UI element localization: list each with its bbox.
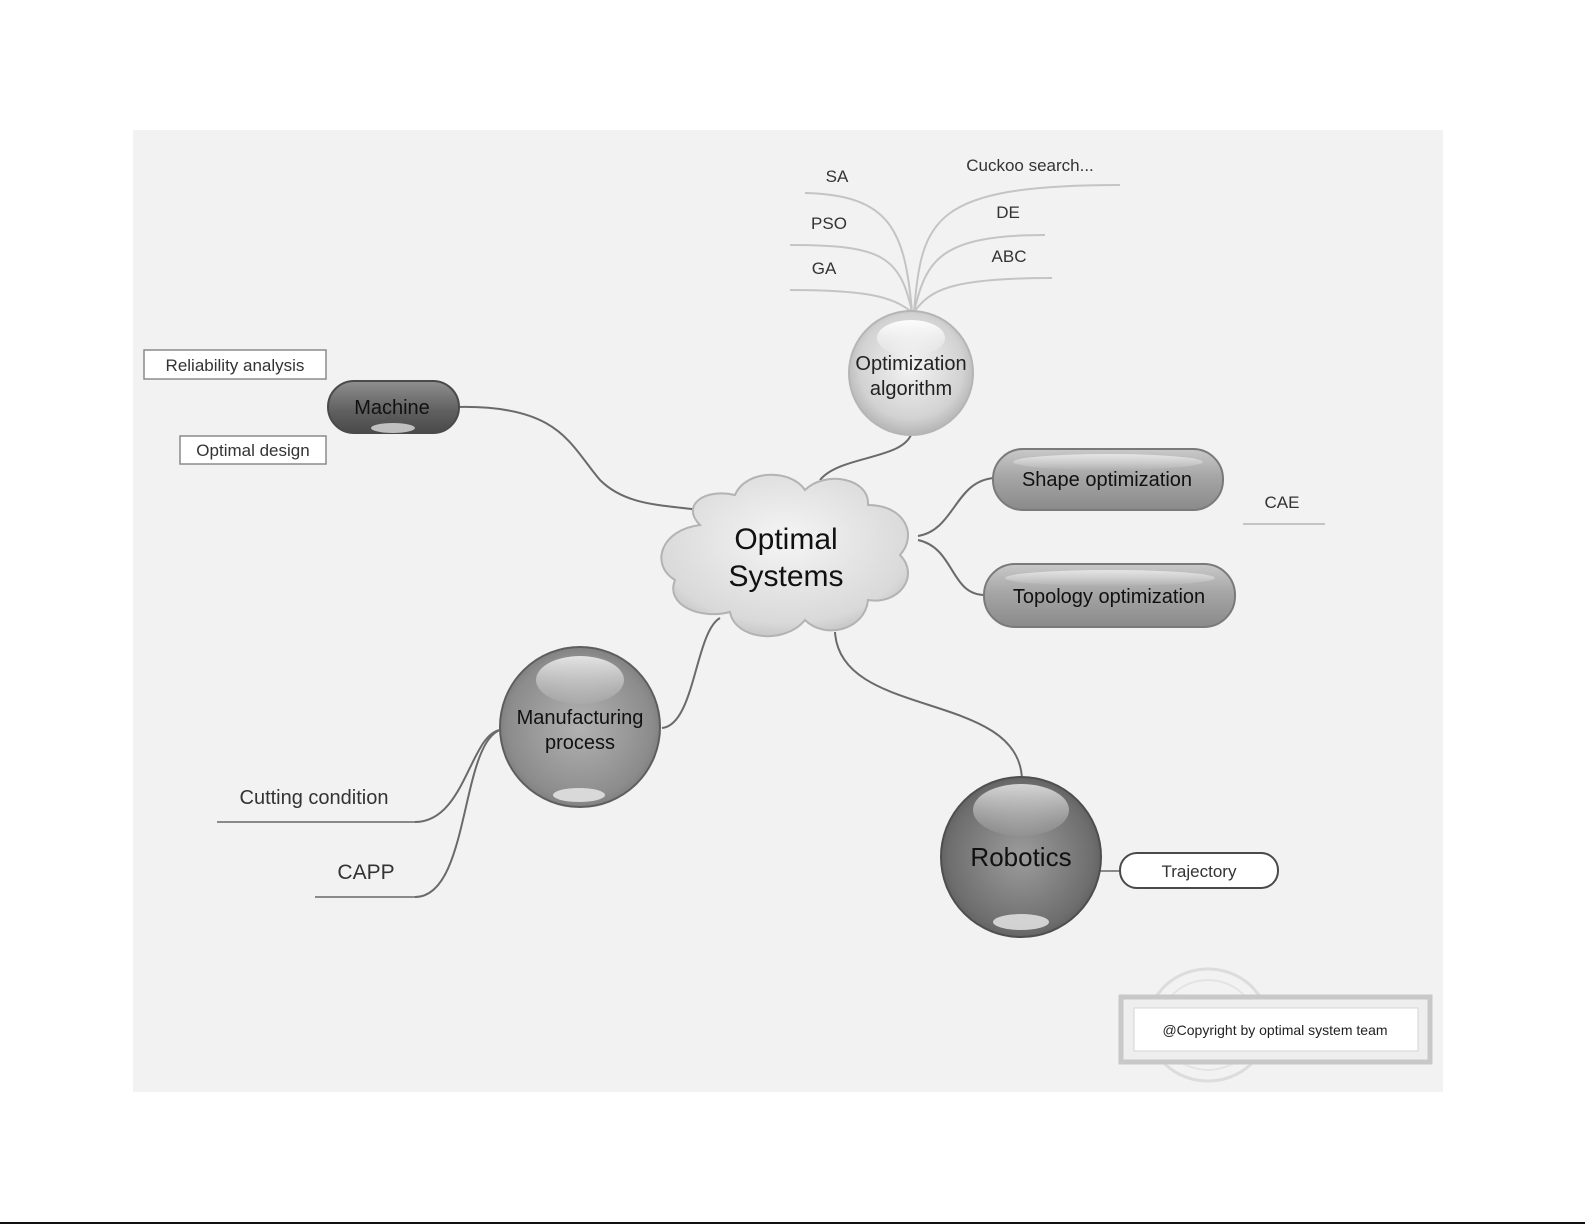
algorithm-ga: GA: [812, 259, 837, 278]
cae-label: CAE: [1265, 493, 1300, 512]
trajectory-label: Trajectory: [1162, 862, 1237, 881]
algorithm-abc: ABC: [992, 247, 1027, 266]
machine-label: Machine: [354, 397, 430, 419]
algorithm-cuckoo: Cuckoo search...: [966, 156, 1094, 175]
algorithm-pso: PSO: [811, 214, 847, 233]
capp-label: CAPP: [337, 861, 394, 884]
bottom-border: [0, 1222, 1585, 1224]
reliability-analysis-label: Reliability analysis: [166, 356, 305, 375]
cutting-condition-label: Cutting condition: [240, 787, 389, 809]
node-shape-optimization: Shape optimization: [993, 449, 1223, 510]
node-optimization-algorithm: Optimization algorithm: [849, 311, 973, 435]
node-robotics: Robotics: [941, 777, 1101, 937]
central-label-line1: Optimal: [734, 523, 837, 556]
copyright-text: @Copyright by optimal system team: [1162, 1022, 1387, 1038]
algorithm-de: DE: [996, 203, 1020, 222]
manufacturing-label-line1: Manufacturing: [517, 707, 644, 729]
optimization-label-line2: algorithm: [870, 378, 952, 400]
robotics-label: Robotics: [970, 842, 1071, 872]
node-manufacturing-process: Manufacturing process: [500, 647, 660, 807]
manufacturing-label-line2: process: [545, 732, 615, 754]
algorithm-sa: SA: [826, 167, 849, 186]
optimization-label-line1: Optimization: [855, 353, 966, 375]
central-label-line2: Systems: [728, 560, 843, 593]
node-machine: Machine: [328, 381, 459, 433]
shape-optimization-label: Shape optimization: [1022, 469, 1192, 491]
node-topology-optimization: Topology optimization: [984, 564, 1235, 627]
trajectory-node: Trajectory: [1120, 853, 1278, 888]
topology-optimization-label: Topology optimization: [1013, 586, 1205, 608]
optimal-design-label: Optimal design: [196, 441, 309, 460]
